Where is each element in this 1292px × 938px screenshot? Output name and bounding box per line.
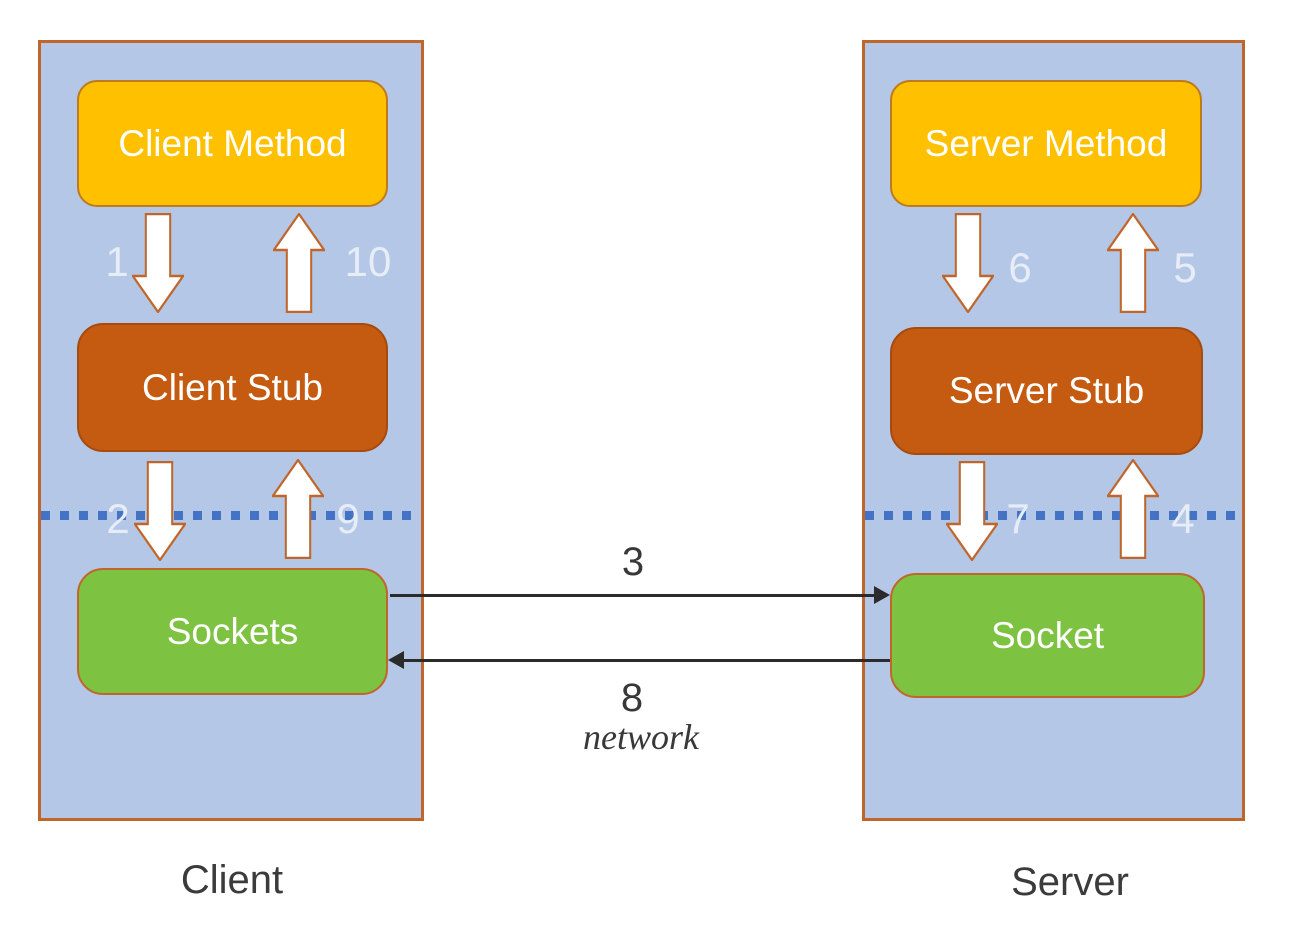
server-panel-caption: Server [1011, 860, 1129, 904]
step-2-label: 2 [106, 495, 130, 542]
step-4-label: 4 [1171, 495, 1195, 542]
client-sockets-box: Sockets [77, 568, 388, 695]
step-3-label: 3 [621, 540, 645, 584]
network-label: network [583, 717, 699, 757]
network-response-arrow [404, 659, 890, 662]
server-method-box: Server Method [890, 80, 1202, 207]
client-stub-box: Client Stub [77, 323, 388, 452]
client-method-box: Client Method [77, 80, 388, 207]
step-9-label: 9 [336, 495, 360, 542]
step-8-label: 8 [620, 676, 644, 720]
server-stub-box: Server Stub [890, 327, 1203, 455]
client-os-boundary-dotted-line [41, 511, 421, 520]
step-10-label: 10 [344, 238, 392, 285]
step-1-label: 1 [105, 238, 129, 285]
down-arrow-icon [132, 213, 184, 313]
step-7-label: 7 [1006, 495, 1030, 542]
server-method-label: Server Method [924, 122, 1168, 164]
client-stub-label: Client Stub [142, 366, 323, 408]
step-6-label: 6 [1008, 244, 1032, 291]
up-arrow-icon [1107, 213, 1159, 313]
up-arrow-icon [273, 213, 325, 313]
client-panel-caption: Client [180, 858, 284, 902]
server-stub-label: Server Stub [948, 370, 1145, 412]
down-arrow-icon [946, 461, 998, 561]
up-arrow-icon [272, 459, 324, 559]
up-arrow-icon [1107, 459, 1159, 559]
network-request-arrow [390, 594, 876, 597]
down-arrow-icon [134, 461, 186, 561]
step-5-label: 5 [1173, 244, 1197, 291]
server-socket-box: Socket [890, 573, 1205, 698]
server-socket-label: Socket [990, 614, 1105, 656]
client-method-label: Client Method [118, 122, 347, 164]
client-sockets-label: Sockets [166, 610, 299, 652]
right-arrowhead-icon [874, 586, 890, 604]
server-os-boundary-dotted-line [865, 511, 1243, 520]
down-arrow-icon [942, 213, 994, 313]
left-arrowhead-icon [388, 651, 404, 669]
